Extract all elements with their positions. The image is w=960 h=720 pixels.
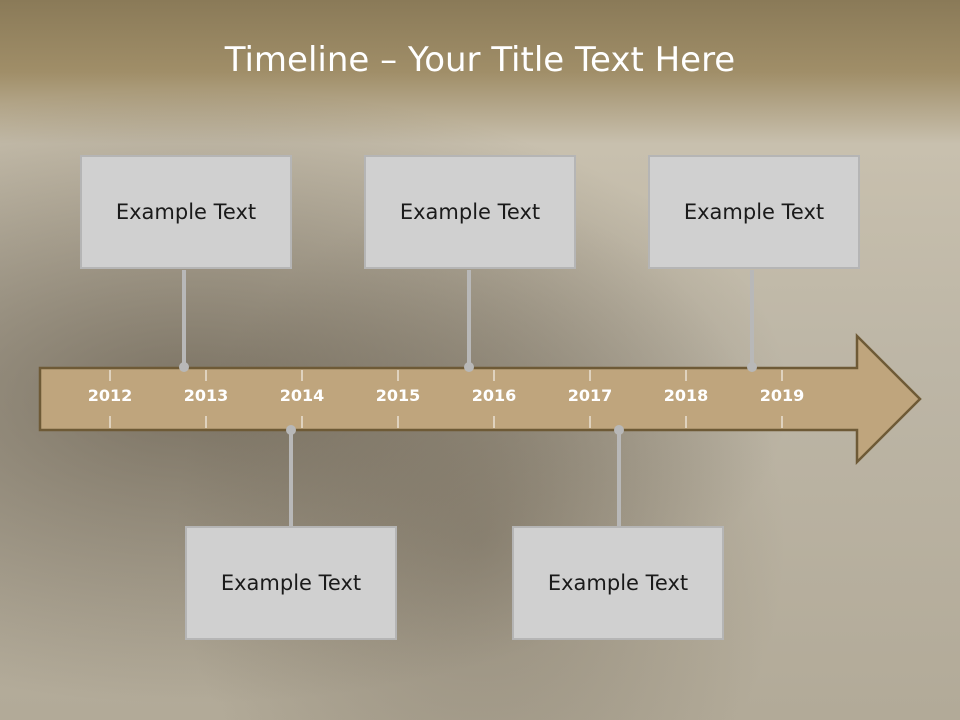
slide-title: Timeline – Your Title Text Here — [224, 40, 736, 80]
year-label: 2012 — [87, 386, 133, 405]
event-card-top: Example Text — [648, 155, 860, 269]
year-label: 2015 — [375, 386, 421, 405]
year-label: 2019 — [759, 386, 805, 405]
event-card-top: Example Text — [80, 155, 292, 269]
year-label: 2013 — [183, 386, 229, 405]
connector-dot-top-3 — [747, 362, 757, 372]
connector-dot-bottom-2 — [614, 425, 624, 435]
connector-dot-top-2 — [464, 362, 474, 372]
year-label: 2016 — [471, 386, 517, 405]
year-label: 2018 — [663, 386, 709, 405]
year-label: 2014 — [279, 386, 325, 405]
event-card-bottom: Example Text — [185, 526, 397, 640]
timeline-arrow — [38, 332, 922, 466]
event-card-top: Example Text — [364, 155, 576, 269]
event-card-bottom: Example Text — [512, 526, 724, 640]
connector-dot-top-1 — [179, 362, 189, 372]
connector-dot-bottom-1 — [286, 425, 296, 435]
tick-marks — [109, 370, 783, 428]
year-label: 2017 — [567, 386, 613, 405]
